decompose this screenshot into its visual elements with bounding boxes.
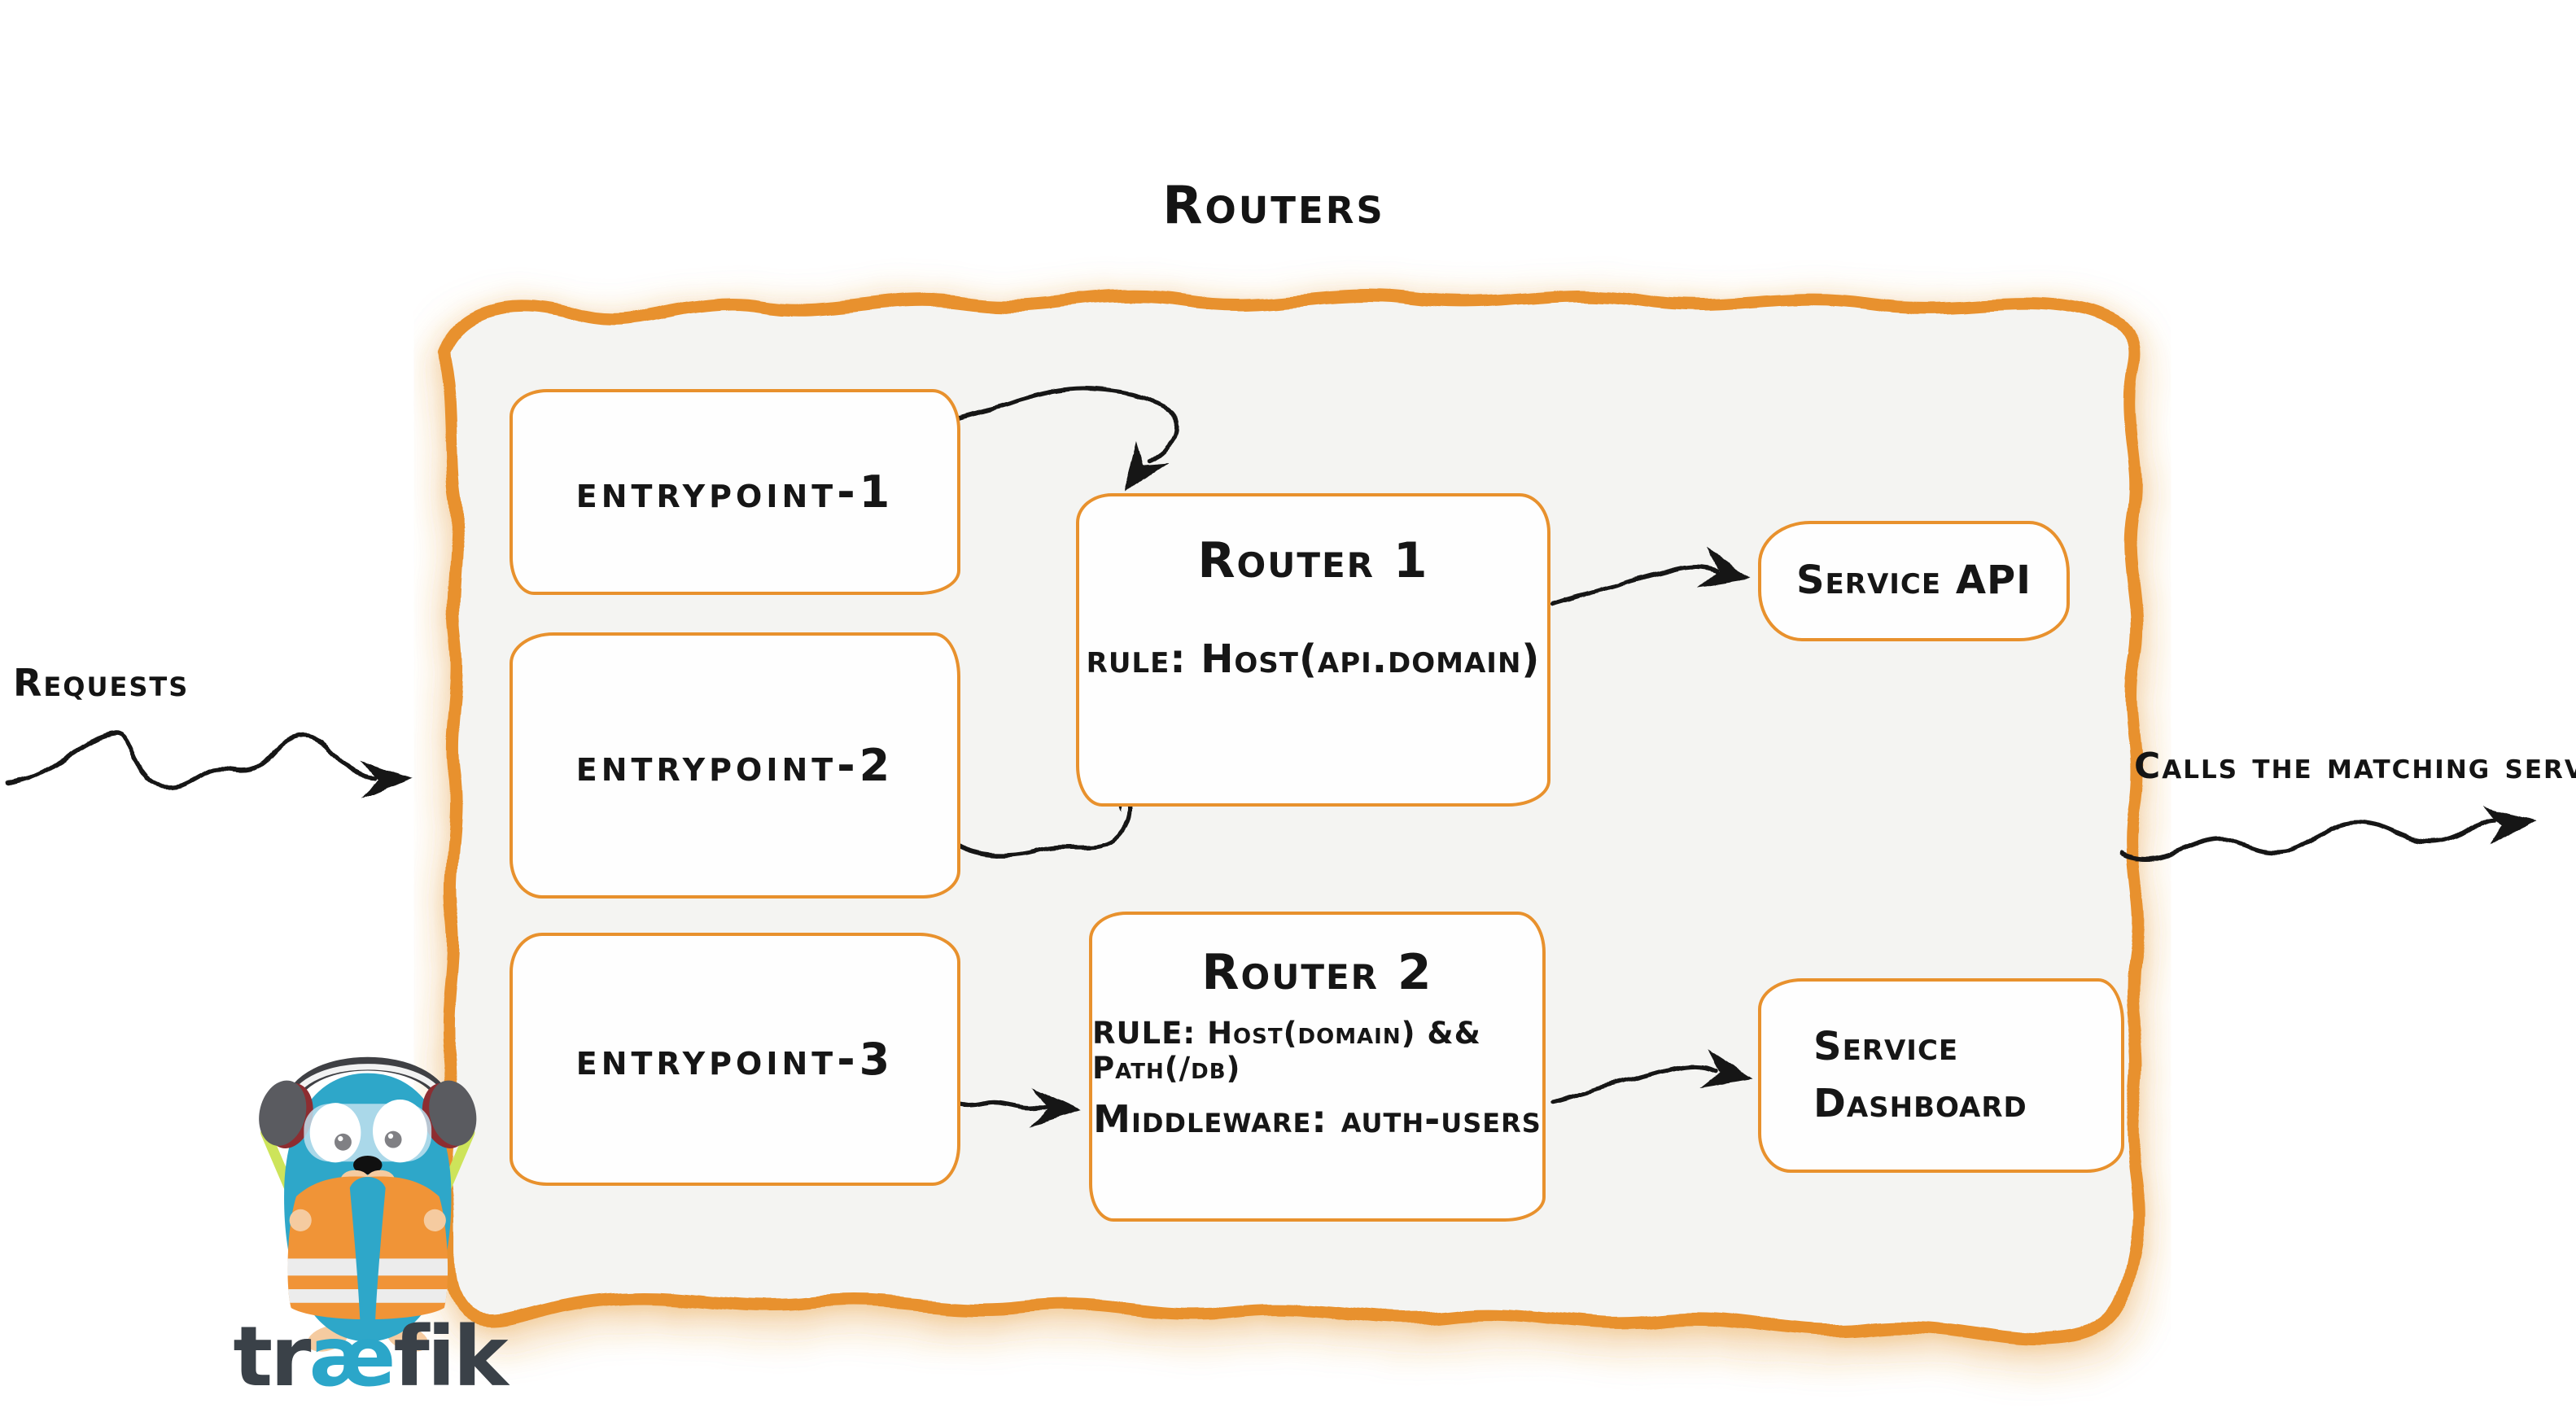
pupil-right [384, 1130, 402, 1148]
gopher-nose [352, 1155, 383, 1174]
calls-matching-server-label: Calls the matching server [2134, 746, 2576, 787]
arrow-router2-servicedashboard [1550, 1049, 1757, 1104]
pupil-right-glint [387, 1133, 394, 1139]
node-entrypoint-3: entrypoint-3 [510, 933, 960, 1186]
arrow-router1-serviceapi [1550, 548, 1756, 606]
earcup-left [259, 1080, 307, 1146]
service-dashboard-label-line1: Service [1813, 1023, 1959, 1069]
node-entrypoint-2: entrypoint-2 [510, 632, 960, 899]
flow-arrows [6, 386, 2539, 1130]
node-entrypoint-1: entrypoint-1 [510, 389, 960, 595]
node-router-2: Router 2 RULE: Host(domain) && Path(/db)… [1089, 912, 1546, 1222]
traefik-gopher-logo [259, 1056, 477, 1352]
wordmark-fik: fik [393, 1309, 508, 1406]
wordmark-tr: tr [233, 1309, 311, 1406]
node-service-api: Service API [1758, 521, 2070, 641]
arrow-calls-out [2120, 801, 2539, 862]
eye-left [309, 1103, 361, 1163]
service-api-label: Service API [1795, 558, 2032, 604]
entrypoint-1-label: entrypoint-1 [575, 466, 894, 518]
earcup-right [429, 1080, 477, 1146]
router-1-rule: rule: Host(api.domain) [1086, 636, 1541, 682]
traefik-wordmark: træfik [230, 1309, 510, 1406]
arrow-entrypoint1-router1 [956, 386, 1179, 505]
arrow-requests-in [6, 730, 413, 800]
router-2-middleware: Middleware: auth-users [1093, 1097, 1542, 1141]
router-1-title: Router 1 [1197, 532, 1429, 589]
gopher-hand-left [289, 1209, 312, 1231]
vest-opening [349, 1177, 386, 1320]
node-router-1: Router 1 rule: Host(api.domain) [1076, 493, 1550, 807]
wordmark-ae: æ [308, 1309, 396, 1406]
pupil-left [334, 1133, 352, 1151]
node-service-dashboard: Service Dashboard [1758, 978, 2124, 1173]
eye-right [373, 1099, 427, 1163]
service-dashboard-label-line2: Dashboard [1813, 1080, 2027, 1126]
pupil-left-glint [338, 1135, 343, 1142]
gopher-hand-right [423, 1209, 446, 1231]
arrow-entrypoint2-router1 [940, 750, 1151, 858]
requests-label: Requests [13, 661, 190, 705]
diagram-title: Routers [1162, 176, 1385, 236]
entrypoint-2-label: entrypoint-2 [575, 740, 894, 791]
router-2-rule: RULE: Host(domain) && Path(/db) [1092, 1016, 1481, 1086]
router-2-title: Router 2 [1201, 944, 1433, 1001]
entrypoint-3-label: entrypoint-3 [575, 1034, 894, 1085]
